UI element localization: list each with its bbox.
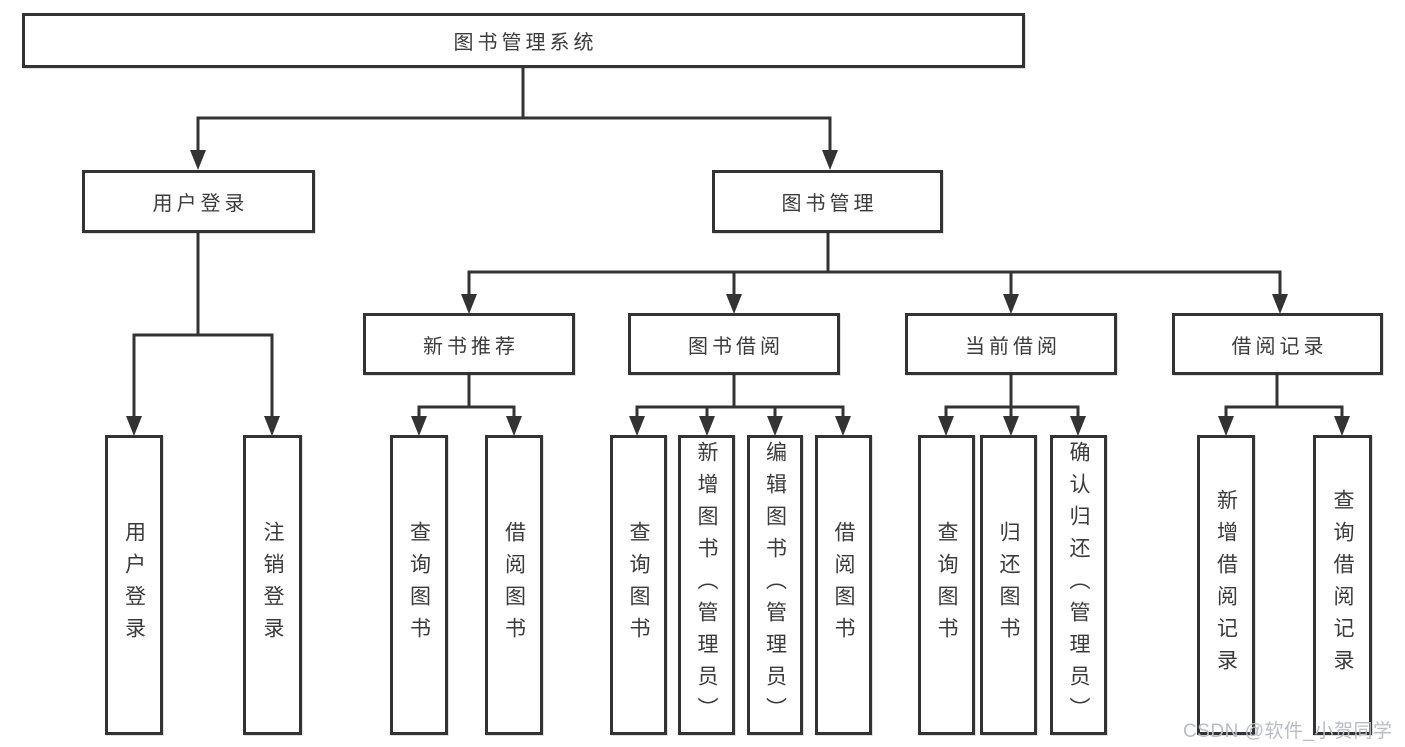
leaf-logout: 注销登录 bbox=[243, 435, 302, 735]
leaf-edit-book-admin: 编辑图书（管理员） bbox=[747, 435, 803, 735]
node-borrowing-records: 借阅记录 bbox=[1172, 313, 1383, 375]
node-current-borrowing: 当前借阅 bbox=[905, 313, 1117, 375]
leaf-borrow-books-borrowing: 借阅图书 bbox=[815, 435, 872, 735]
leaf-user-login: 用户登录 bbox=[105, 435, 163, 735]
node-book-management: 图书管理 bbox=[712, 170, 943, 233]
connector-arrowheads bbox=[126, 150, 1350, 436]
leaf-add-borrow-record: 新增借阅记录 bbox=[1197, 435, 1255, 735]
leaf-query-books-recommend: 查询图书 bbox=[390, 435, 448, 735]
node-user-login: 用户登录 bbox=[82, 170, 315, 233]
leaf-confirm-return-admin: 确认归还（管理员） bbox=[1050, 435, 1107, 735]
leaf-query-books-current: 查询图书 bbox=[918, 435, 975, 735]
leaf-query-borrow-record: 查询借阅记录 bbox=[1313, 435, 1372, 735]
node-new-book-recommendation: 新书推荐 bbox=[363, 313, 575, 375]
csdn-watermark: CSDN @软件_小贺同学 bbox=[1183, 721, 1393, 742]
connector-paths bbox=[132, 68, 1344, 420]
leaf-add-book-admin: 新增图书（管理员） bbox=[678, 435, 735, 735]
node-book-borrowing: 图书借阅 bbox=[628, 313, 840, 375]
leaf-borrow-books-recommend: 借阅图书 bbox=[485, 435, 543, 735]
leaf-query-books-borrowing: 查询图书 bbox=[610, 435, 667, 735]
node-library-management-system: 图书管理系统 bbox=[22, 13, 1025, 68]
leaf-return-book: 归还图书 bbox=[980, 435, 1037, 735]
